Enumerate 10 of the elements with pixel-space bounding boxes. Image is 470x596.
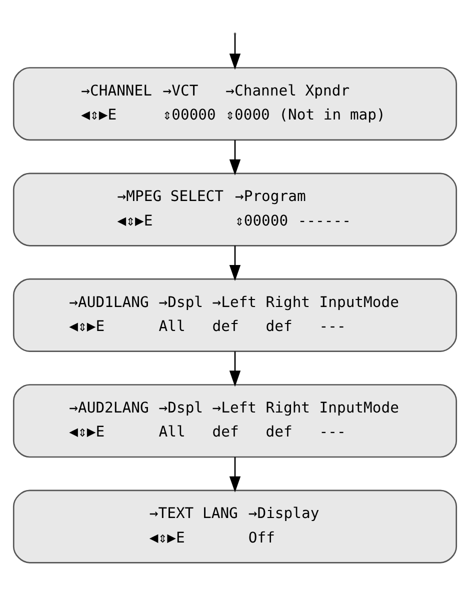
- node-box: →TEXT LANG →Display ◀⇕▶E Off: [12, 490, 458, 564]
- node-box: →CHANNEL →VCT →Channel Xpndr ◀⇕▶E ⇕00000 ⇕0000 (Not in map): [12, 67, 458, 141]
- arrow: [229, 457, 241, 492]
- arrow: [229, 351, 241, 387]
- node-box: →AUD1LANG →Dspl →Left Right InputMode ◀⇕▶E All def def ---: [12, 278, 458, 352]
- arrow: [229, 140, 241, 176]
- arrow: [229, 34, 241, 70]
- node-box: →AUD2LANG →Dspl →Left Right InputMode ◀⇕▶E All def def ---: [12, 384, 458, 458]
- node-box: →MPEG SELECT →Program ◀⇕▶E ⇕00000 ------: [12, 172, 458, 246]
- arrow: [229, 246, 241, 282]
